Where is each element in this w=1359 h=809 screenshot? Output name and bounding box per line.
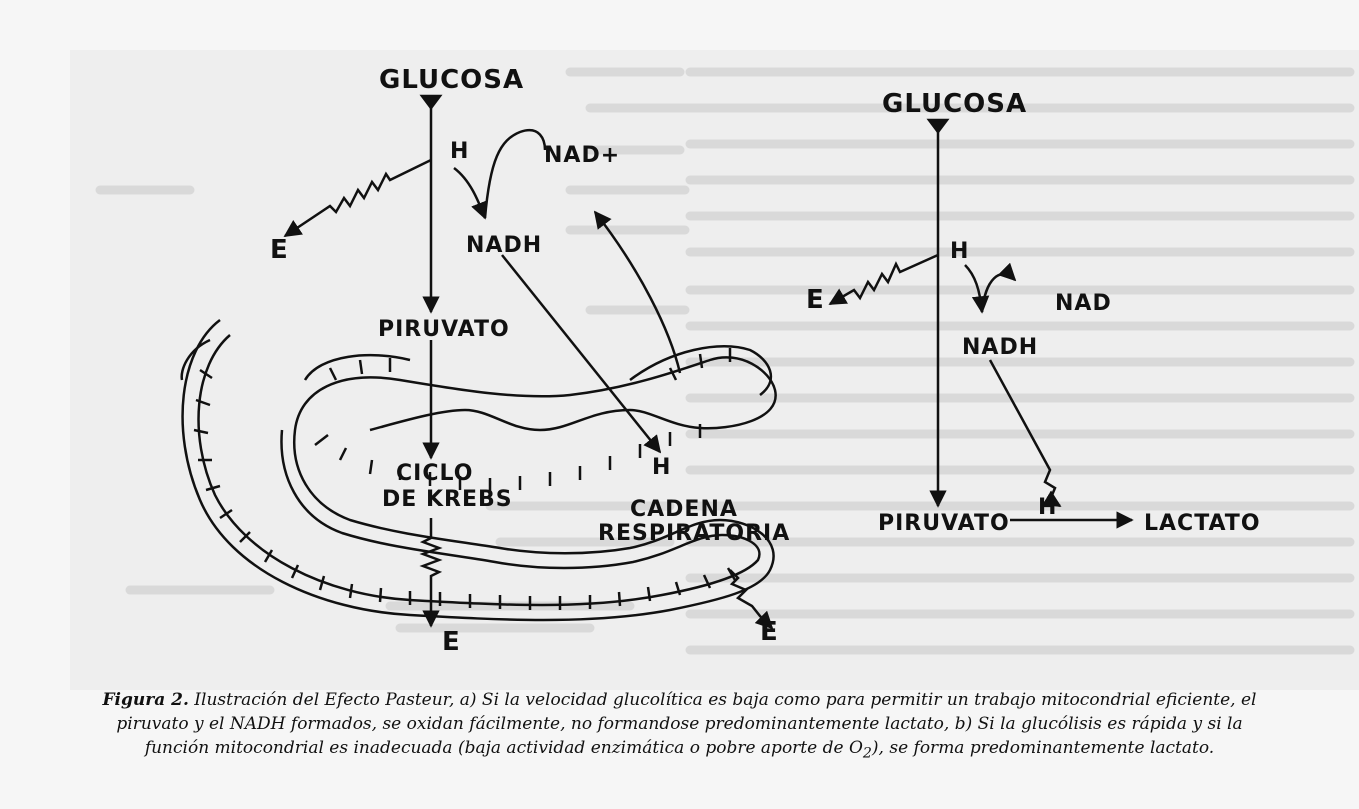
pasteur-diagram: GLUCOSA H NAD+ NADH E PIRUVATO CICLO DE …	[70, 50, 1359, 690]
cadena-line2-label: RESPIRATORIA	[598, 521, 790, 546]
krebs-line1-label: CICLO	[396, 461, 473, 486]
caption-figure-label: Figura 2.	[102, 690, 188, 710]
glucose-label-a: GLUCOSA	[379, 65, 524, 95]
figure-caption: Figura 2. Ilustración del Efecto Pasteur…	[0, 688, 1359, 765]
h-bottom-label-b: H	[1038, 495, 1057, 520]
nad-label-b: NAD	[1055, 291, 1112, 316]
pyruvate-label-a: PIRUVATO	[378, 317, 510, 342]
background-scan-text	[70, 50, 1359, 690]
figure-image: GLUCOSA H NAD+ NADH E PIRUVATO CICLO DE …	[70, 50, 1359, 690]
caption-line-2: piruvato y el NADH formados, se oxidan f…	[0, 712, 1359, 736]
glucose-label-b: GLUCOSA	[882, 89, 1027, 119]
pyruvate-label-b: PIRUVATO	[878, 511, 1010, 536]
caption-line-3: función mitocondrial es inadecuada (baja…	[0, 736, 1359, 765]
caption-line1-text: Ilustración del Efecto Pasteur, a) Si la…	[189, 690, 1257, 710]
e-left-label-b: E	[806, 285, 825, 315]
lactate-label: LACTATO	[1144, 511, 1261, 536]
e-bottom-label-a: E	[442, 627, 461, 657]
nadh-label-b: NADH	[962, 335, 1038, 360]
h-label-b: H	[950, 239, 969, 264]
krebs-line2-label: DE KREBS	[382, 487, 513, 512]
cadena-line1-label: CADENA	[630, 497, 738, 522]
nadh-label-a: NADH	[466, 233, 542, 258]
caption-line3-post: ), se forma predominantemente lactato.	[872, 738, 1214, 758]
nad-plus-label-a: NAD+	[544, 143, 620, 168]
e-right-label-a: E	[760, 617, 779, 647]
h-label-a: H	[450, 139, 469, 164]
caption-line3-sub: 2	[863, 745, 872, 761]
caption-line-1: Figura 2. Ilustración del Efecto Pasteur…	[0, 688, 1359, 712]
h-cadena-label: H	[652, 455, 671, 480]
caption-line3-pre: función mitocondrial es inadecuada (baja…	[145, 738, 863, 758]
e-left-label-a: E	[270, 235, 289, 265]
